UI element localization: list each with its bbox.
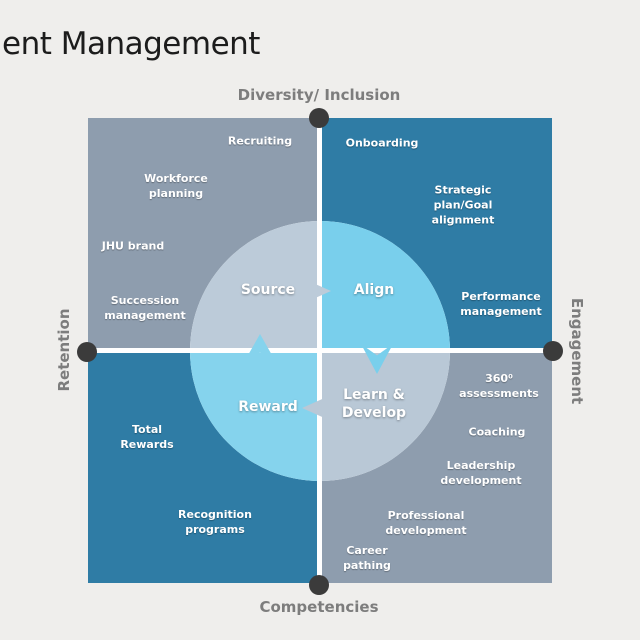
item-leadership-development: Leadership development [440, 459, 522, 487]
cycle-segment-source [190, 221, 317, 348]
axis-label-diversity-inclusion: Diversity/ Inclusion [237, 86, 401, 104]
item-jhu-brand: JHU brand [101, 239, 165, 253]
item-strategic-plan-goal-alignment: Strategic plan/Goal alignment [431, 183, 495, 227]
axis-dot-left [77, 342, 97, 362]
axis-dot-right [543, 341, 563, 361]
item-performance-management: Performance management [460, 290, 542, 318]
item-onboarding: Onboarding [345, 136, 419, 150]
cycle-label-source: Source [240, 281, 296, 298]
item-professional-development: Professional development [385, 509, 467, 537]
axis-label-competencies: Competencies [259, 598, 379, 616]
cycle-circle [190, 221, 450, 481]
axis-label-retention: Retention [55, 308, 73, 392]
item-career-pathing: Career pathing [343, 544, 391, 572]
slide-title: ent Management [2, 26, 260, 62]
item-total-rewards: Total Rewards [120, 423, 174, 451]
item-coaching: Coaching [468, 425, 526, 439]
cycle-segment-reward [190, 353, 317, 481]
item-succession-management: Succession management [104, 294, 186, 322]
cycle-label-reward: Reward [238, 398, 298, 415]
item-recruiting: Recruiting [227, 134, 293, 148]
item-recognition-programs: Recognition programs [178, 508, 252, 536]
cycle-label-learn-develop: Learn & Develop [341, 386, 407, 421]
cycle-segment-learn-develop [322, 353, 450, 481]
item-workforce-planning: Workforce planning [144, 172, 208, 200]
axis-label-engagement: Engagement [568, 297, 586, 405]
cycle-label-align: Align [353, 281, 395, 298]
axis-dot-top [309, 108, 329, 128]
cycle-segment-align [322, 221, 450, 348]
item-360-assessments: 360⁰ assessments [459, 372, 539, 400]
axis-dot-bottom [309, 575, 329, 595]
